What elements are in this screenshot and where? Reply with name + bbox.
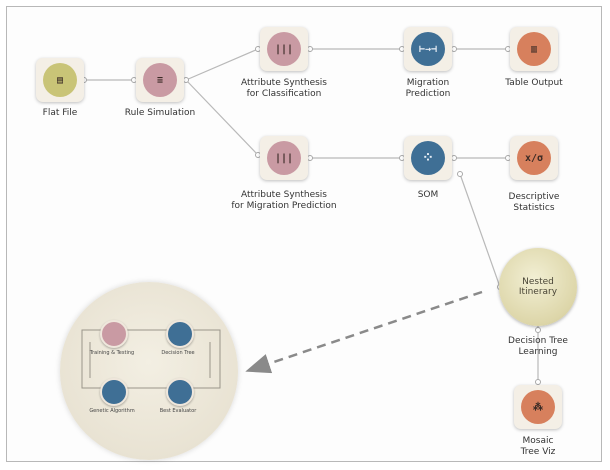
decision-tree-icon[interactable] (166, 320, 194, 348)
link-rulesim-attrmigr (185, 79, 259, 156)
nested-itinerary-line2: Itinerary (518, 287, 558, 297)
link-rulesim-attrclass (185, 48, 259, 81)
training-testing-label: Training & Testing (89, 350, 135, 356)
dashed-pointer-arrow (245, 290, 483, 374)
training-testing-icon[interactable] (100, 320, 128, 348)
attribute-synthesis-icon (267, 32, 301, 66)
flat-file-icon (43, 63, 77, 97)
migration-prediction-icon (411, 32, 445, 66)
lens-links (81, 329, 221, 389)
best-evaluator-label: Best Evaluator (159, 408, 197, 414)
nested-itinerary-line1: Nested (522, 277, 554, 287)
som-icon (411, 141, 445, 175)
best-evaluator-icon[interactable] (166, 378, 194, 406)
node-nested-itinerary[interactable]: Nested Itinerary (499, 248, 577, 326)
nested-workflow-lens: Training & Testing Decision Tree Genetic… (60, 282, 238, 460)
genetic-algorithm-label: Genetic Algorithm (89, 408, 135, 414)
decision-tree-label: Decision Tree (161, 350, 195, 356)
attribute-synthesis-icon (267, 141, 301, 175)
link-som-nested (459, 173, 501, 288)
som-label: SOM (417, 190, 439, 200)
genetic-algorithm-icon[interactable] (100, 378, 128, 406)
mosaic-tree-icon (521, 390, 555, 424)
table-output-label: Table Output (505, 78, 563, 88)
rule-simulation-icon (143, 63, 177, 97)
table-output-icon (517, 32, 551, 66)
flat-file-label: Flat File (42, 108, 78, 118)
descriptive-statistics-icon (517, 141, 551, 175)
rule-simulation-label: Rule Simulation (124, 108, 196, 118)
